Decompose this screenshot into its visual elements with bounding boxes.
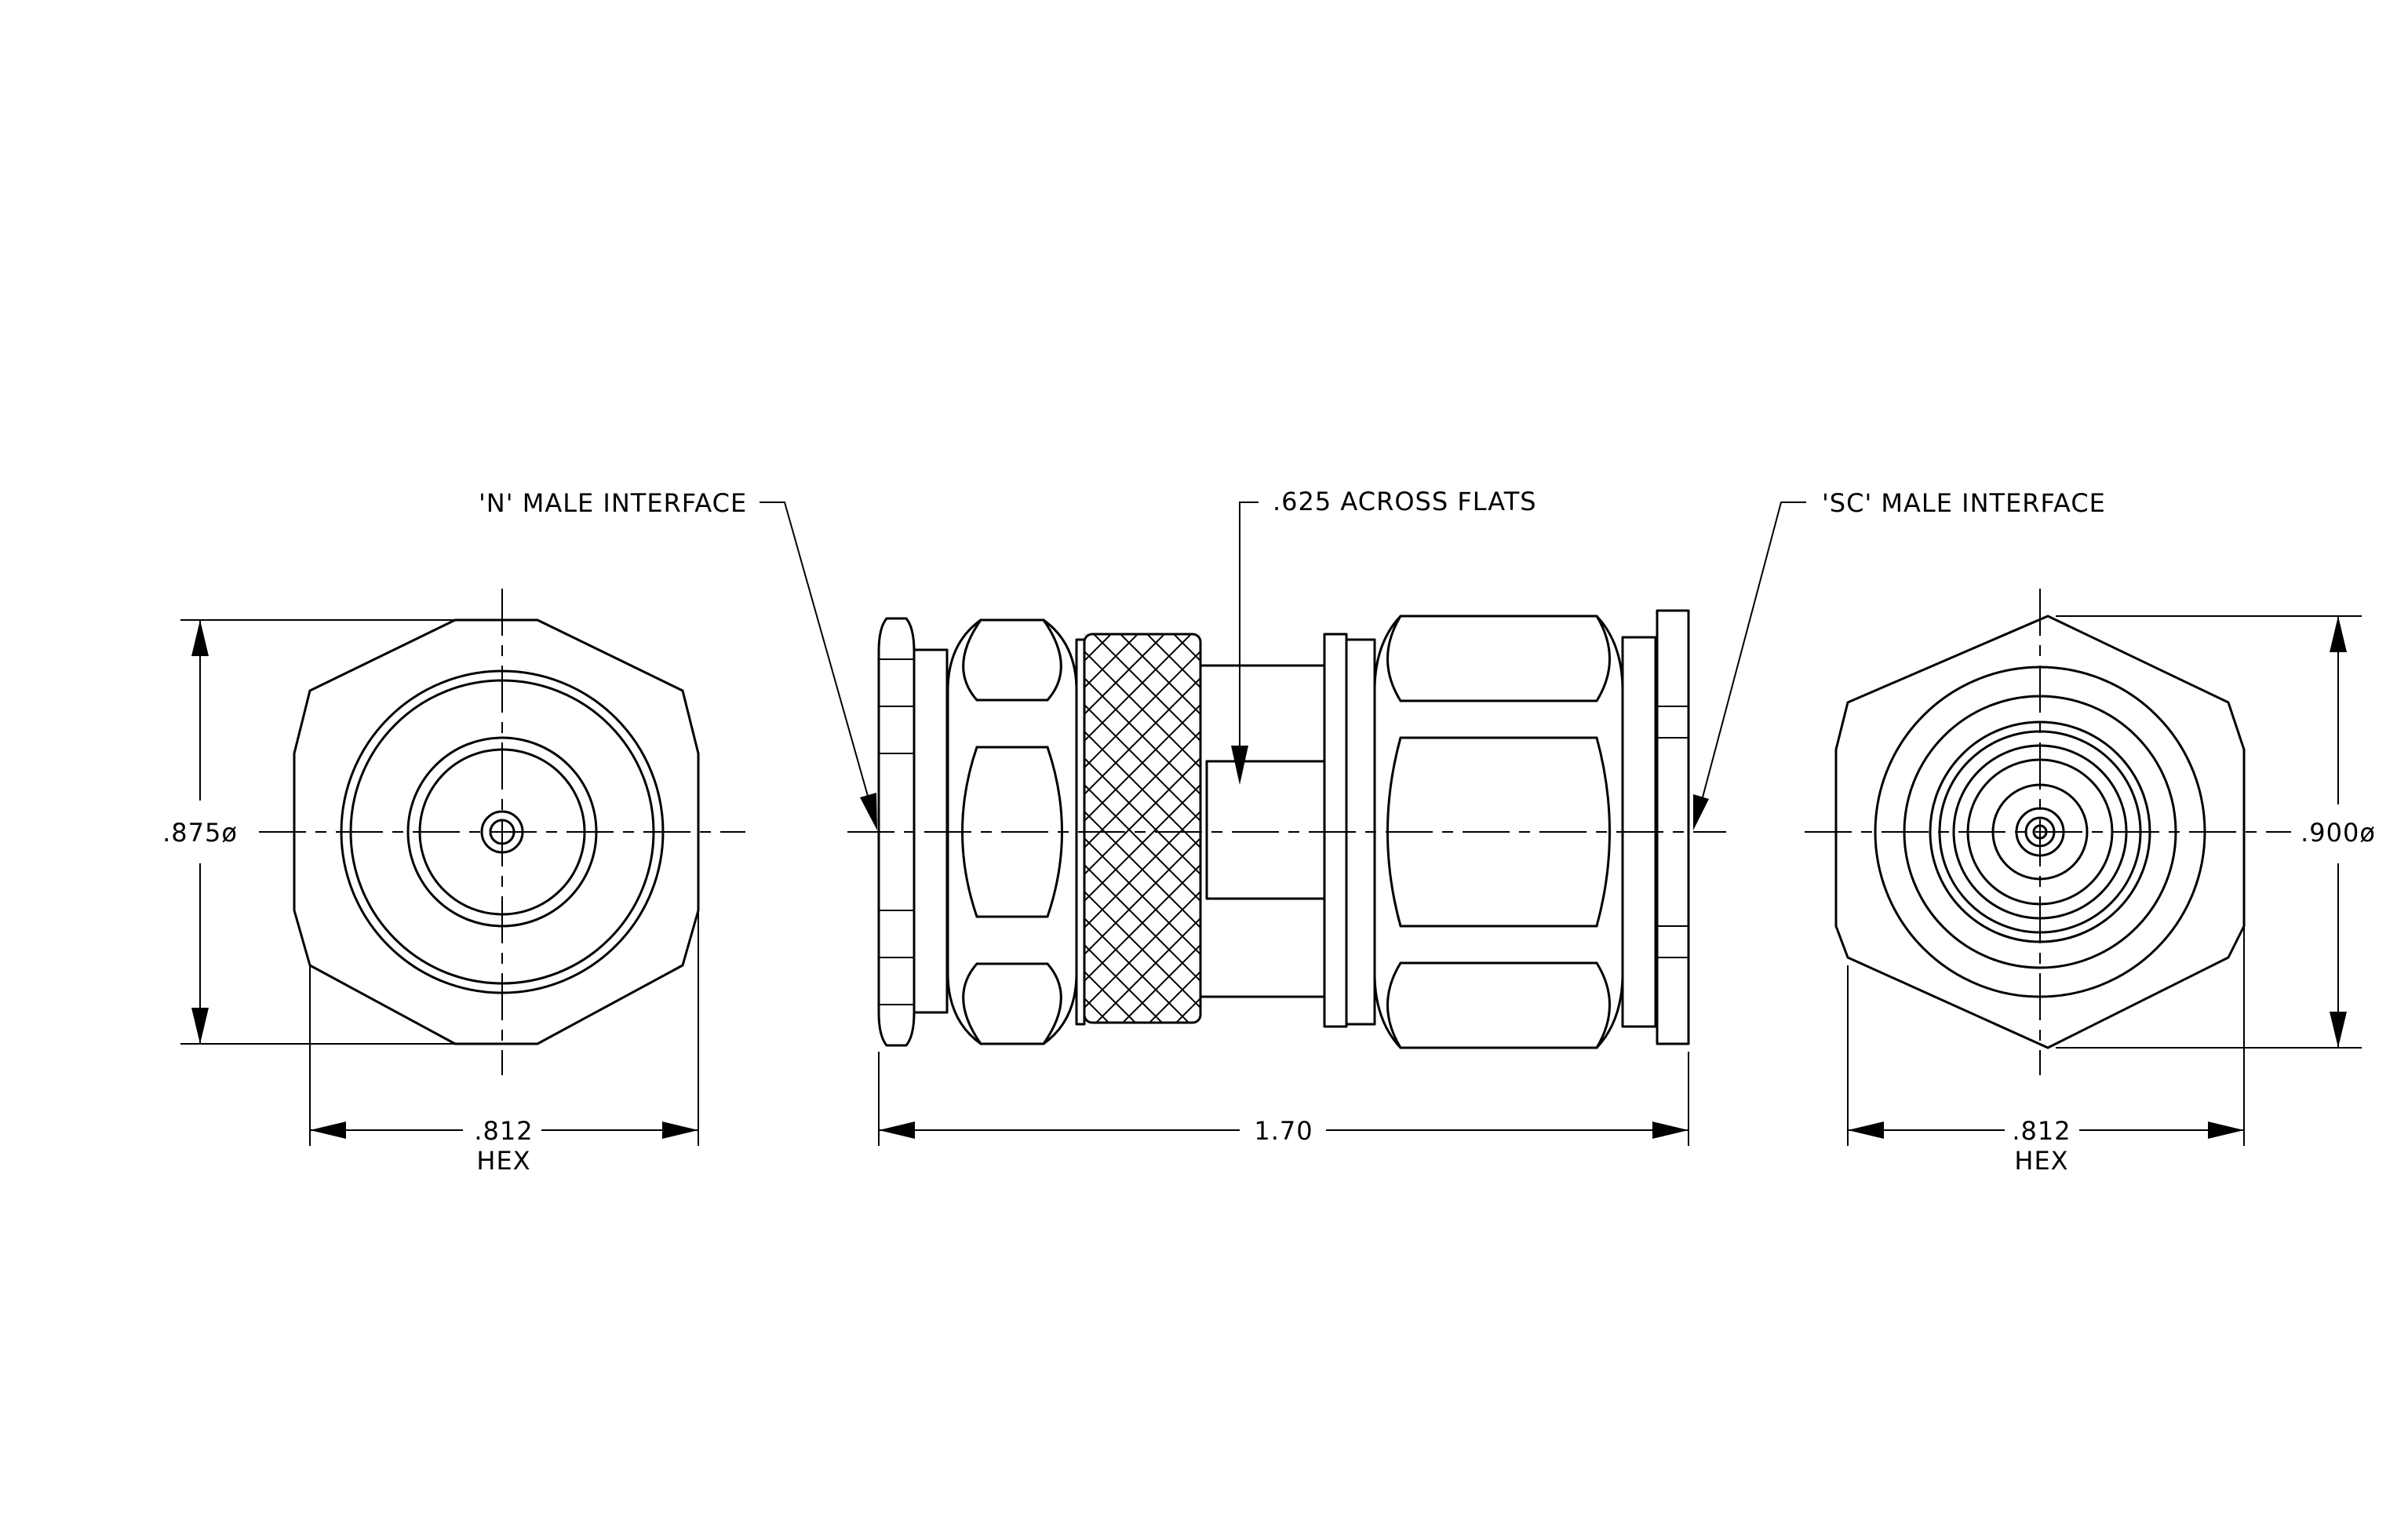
knurl-line (1084, 811, 1200, 928)
knurl-line (1084, 1105, 1200, 1221)
knurl-line (1084, 757, 1200, 875)
knurl-line (1084, 634, 1166, 715)
right-hex-outline (1834, 615, 2246, 1049)
sc-interface-label: 'SC' MALE INTERFACE (1822, 488, 2106, 518)
left-diameter-label: .875ø (162, 818, 238, 848)
knurl-line (1084, 1078, 1200, 1195)
knurl-line (1095, 917, 1200, 1023)
knurl-line (1084, 1105, 1200, 1221)
n-interface-label: 'N' MALE INTERFACE (479, 488, 747, 518)
right-diameter-dimension: .900ø (2056, 615, 2376, 1049)
knurl-line (1084, 864, 1200, 982)
knurl-line (1148, 971, 1200, 1023)
knurl-line (1084, 998, 1110, 1023)
left-end-view (259, 589, 745, 1075)
knurl-line (1084, 1132, 1200, 1248)
left-hex-word: HEX (476, 1146, 530, 1176)
knurl-line (1084, 634, 1193, 742)
knurl-line (1084, 891, 1200, 1009)
knurl-line (1172, 634, 1200, 662)
knurl-line (1084, 677, 1200, 795)
right-hex-value: .812 (2012, 1116, 2071, 1146)
knurl-pattern (1084, 634, 1200, 1248)
knurl-line (1084, 1025, 1200, 1141)
knurl-line (1084, 634, 1113, 662)
knurl-line (1084, 634, 1139, 688)
knurl-line (1084, 1132, 1200, 1248)
right-end-view (1805, 589, 2291, 1075)
knurl-line (1121, 944, 1200, 1023)
left-flange (877, 617, 916, 1047)
right-hex-word: HEX (2014, 1146, 2068, 1176)
knurl-line (1084, 731, 1200, 848)
knurl-line (1084, 971, 1137, 1023)
across-flats-label: .625 ACROSS FLATS (1273, 487, 1537, 516)
knurl-line (1084, 704, 1200, 822)
right-diameter-label: .900ø (2301, 818, 2376, 848)
overall-length-label: 1.70 (1254, 1116, 1313, 1146)
left-diameter-dimension: .875ø (162, 619, 455, 1045)
knurl-line (1084, 634, 1086, 635)
knurl-line (1084, 651, 1200, 768)
n-interface-callout: 'N' MALE INTERFACE (479, 488, 877, 830)
right-flange (1656, 609, 1690, 1045)
knurl-line (1084, 1078, 1200, 1195)
left-hex-dimension: .812 HEX (309, 910, 699, 1176)
knurl-line (1084, 1025, 1200, 1141)
knurl-line (1175, 998, 1200, 1023)
right-hex-dimension: .812 HEX (1847, 926, 2245, 1176)
knurl-line (1084, 837, 1200, 955)
side-view (847, 609, 1726, 1248)
overall-length-dimension: 1.70 (878, 1052, 1689, 1146)
knurl-line (1084, 784, 1200, 902)
knurl-line (1199, 634, 1200, 635)
knurl-line (1084, 1052, 1200, 1168)
across-flats-callout: .625 ACROSS FLATS (1231, 487, 1537, 785)
wrench-flat (1205, 760, 1326, 900)
left-hex-outline (293, 618, 700, 1045)
knurl-line (1146, 634, 1200, 688)
right-nut-step (1323, 633, 1348, 1028)
left-hex-value: .812 (474, 1116, 533, 1146)
knurl-line (1084, 1052, 1200, 1168)
sc-interface-callout: 'SC' MALE INTERFACE (1693, 488, 2106, 830)
